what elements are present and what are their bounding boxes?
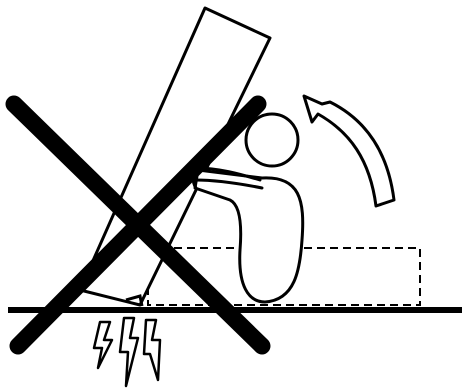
curved-arrow-icon [304,96,394,206]
person-head-icon [246,114,298,166]
bolt-icon [94,322,112,368]
impact-bolt-icons [94,318,160,386]
bolt-icon [120,318,138,386]
bolt-icon [144,320,160,380]
person-body-icon [195,170,303,302]
upward-arrow [304,96,394,206]
